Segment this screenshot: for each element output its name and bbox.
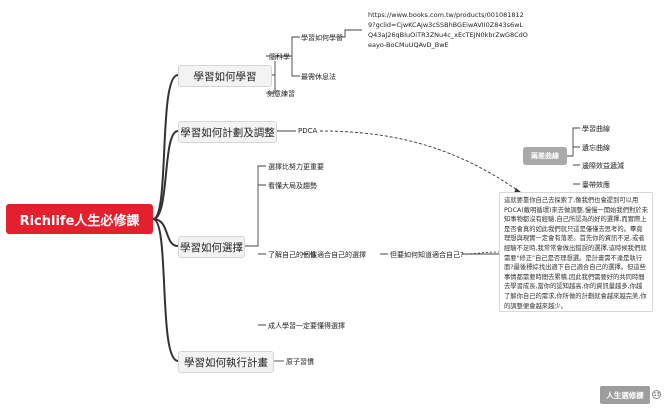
curve-item[interactable]: 邊際效益遞減 bbox=[582, 162, 624, 170]
curve-label: 兩差曲線 bbox=[531, 152, 559, 160]
branch-learn-label: 學習如何學習 bbox=[193, 70, 257, 83]
branch-choose-label: 學習如何選擇 bbox=[180, 241, 243, 254]
suitable-choice-node[interactable]: 做適合自己的選擇 bbox=[310, 251, 366, 259]
root-node[interactable]: Richlife人生必修課 bbox=[6, 204, 153, 234]
brand-node[interactable]: 人生選修課 bbox=[600, 386, 650, 404]
adult-learning-node[interactable]: 成人學習一定要懂得選擇 bbox=[268, 322, 345, 330]
curve-item[interactable]: 遺忘曲線 bbox=[582, 144, 610, 152]
choice-over-effort-node[interactable]: 選擇比努力更重要 bbox=[268, 163, 324, 171]
note-box[interactable]: 這就要靠你自己去探索了,像我們也會提到可以用PDCA(戴明循環)來去做調整,慢慢… bbox=[499, 192, 653, 312]
branch-execute-label: 學習如何執行計畫 bbox=[184, 356, 268, 369]
curve-item[interactable]: 學習曲線 bbox=[582, 125, 610, 133]
how-learn-node[interactable]: 學習如何學習 bbox=[301, 34, 343, 42]
branch-execute[interactable]: 學習如何執行計畫 bbox=[178, 351, 274, 373]
deliberate-practice-node[interactable]: 刻意練習 bbox=[267, 90, 295, 98]
brand-label: 人生選修課 bbox=[606, 390, 644, 400]
brain-science-node[interactable]: 腦科學 bbox=[269, 53, 290, 61]
atomic-habits-node[interactable]: 原子習慣 bbox=[286, 358, 314, 366]
pdca-node[interactable]: PDCA bbox=[298, 127, 318, 135]
rest-method-node[interactable]: 最需休息法 bbox=[301, 73, 336, 81]
curve-item[interactable]: 臺帶效應 bbox=[582, 181, 610, 189]
branch-plan-label: 學習如何計劃及調整 bbox=[180, 126, 275, 139]
curve-node[interactable]: 兩差曲線 bbox=[523, 147, 567, 165]
root-label: Richlife人生必修課 bbox=[19, 213, 140, 229]
big-picture-node[interactable]: 看懂大局及趨勢 bbox=[268, 182, 317, 190]
collapse-count-badge[interactable]: 13 bbox=[652, 390, 661, 399]
branch-plan[interactable]: 學習如何計劃及調整 bbox=[178, 121, 277, 143]
book-url-node[interactable]: https://www.books.com.tw/products/001081… bbox=[368, 11, 528, 49]
branch-choose[interactable]: 學習如何選擇 bbox=[178, 236, 245, 258]
how-to-know-node[interactable]: 但要如何知道適合自己? bbox=[390, 251, 464, 259]
branch-learn[interactable]: 學習如何學習 bbox=[178, 65, 272, 87]
know-yourself-node[interactable]: 了解自己的個性 bbox=[268, 251, 317, 259]
